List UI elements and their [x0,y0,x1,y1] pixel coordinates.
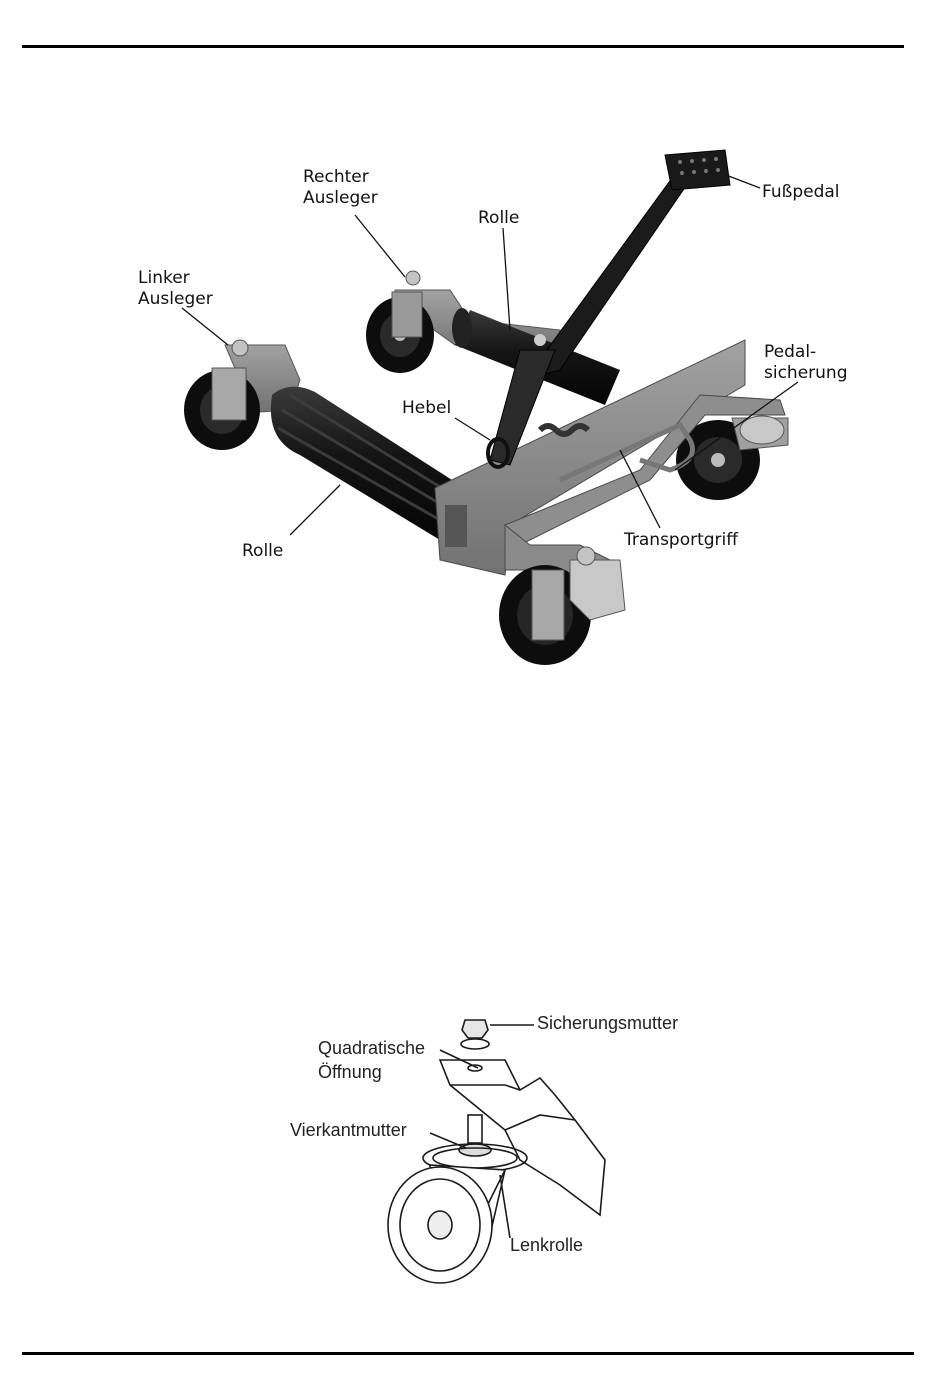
label-lenkrolle: Lenkrolle [510,1233,583,1257]
label-quadratische-oeffnung: Quadratische Öffnung [318,1036,425,1084]
label-sicherungsmutter: Sicherungsmutter [537,1011,678,1035]
label-vierkantmutter: Vierkantmutter [290,1118,407,1142]
